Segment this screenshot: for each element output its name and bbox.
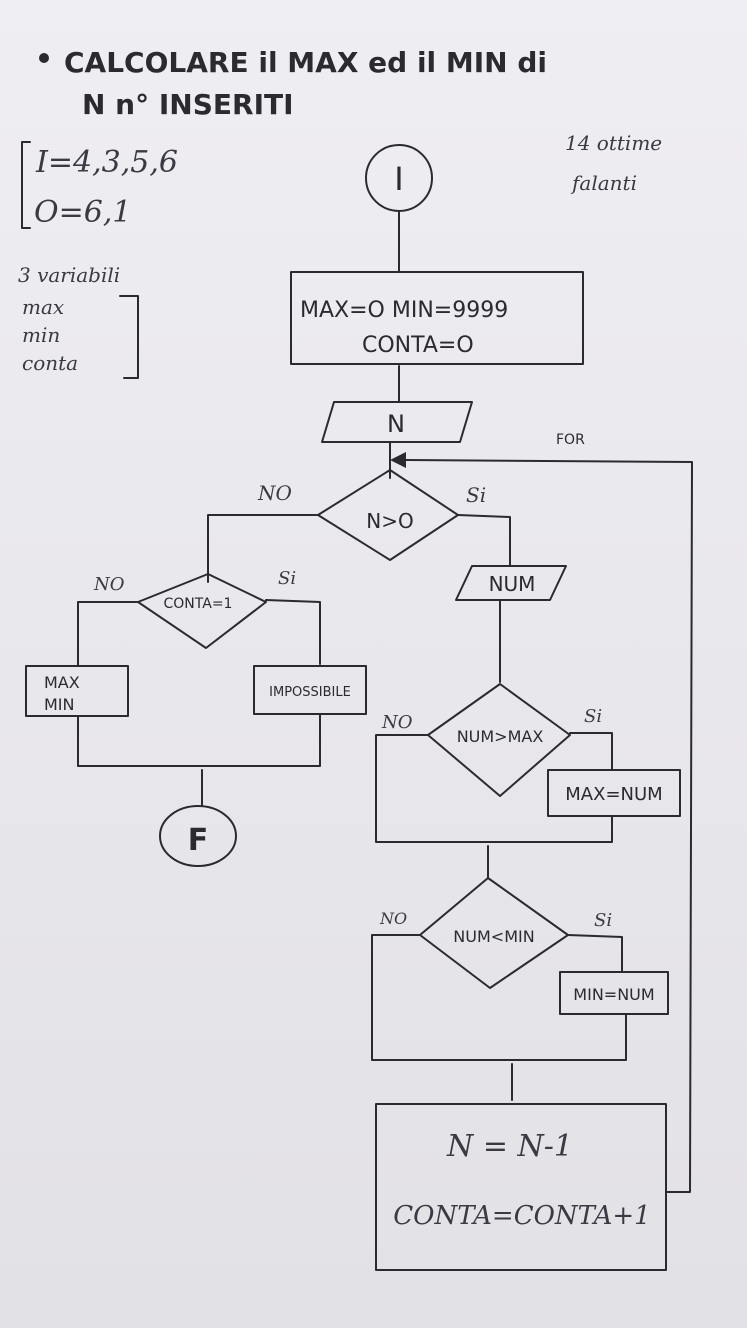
input-num-label: NUM	[489, 572, 536, 596]
connector-max-no-merge	[375, 734, 613, 843]
connector-n-yes	[457, 514, 511, 567]
connector-conta-yes	[265, 599, 321, 665]
start-label: I	[394, 160, 403, 198]
connector-max-yes	[569, 732, 613, 771]
connector-min-no-merge	[371, 934, 627, 1061]
output-maxmin-line-2: MIN	[44, 695, 75, 714]
update-line-1: N = N-1	[446, 1129, 573, 1164]
decision-conta-label: CONTA=1	[164, 596, 233, 612]
decision-min-label: NUM<MIN	[453, 927, 534, 946]
variables-bracket	[119, 295, 139, 379]
loop-back-line	[405, 459, 693, 1193]
connector-n-no	[207, 514, 319, 583]
connector-min-yes	[567, 934, 623, 973]
decision-max-yes-label: Si	[584, 706, 602, 727]
update-line-2: CONTA=CONTA+1	[393, 1201, 650, 1231]
decision-n-label: N>O	[366, 509, 413, 533]
assign-max-box	[547, 769, 681, 817]
assign-min-box	[559, 971, 669, 1015]
test-values-bracket	[21, 141, 31, 229]
assign-min-label: MIN=NUM	[573, 985, 654, 1004]
init-line-2: CONTA=O	[362, 333, 474, 358]
variable-max: max	[22, 295, 64, 319]
connector-merge-left	[77, 713, 321, 767]
decision-n-diamond	[317, 469, 459, 561]
decision-n-yes-label: Si	[466, 483, 486, 507]
end-terminal	[159, 805, 237, 867]
corner-note-line-2: falanti	[570, 171, 637, 195]
loop-arrow-head	[390, 452, 406, 468]
corner-note-line-1: 14 ottime	[565, 131, 662, 155]
variable-conta: conta	[22, 351, 78, 375]
test-output-values: O=6,1	[34, 195, 131, 230]
decision-n-no-label: NO	[257, 481, 292, 505]
decision-min-diamond	[419, 877, 569, 989]
decision-min-yes-label: Si	[594, 910, 612, 931]
input-n-parallelogram	[321, 401, 473, 443]
decision-max-diamond	[427, 683, 571, 797]
title-bullet	[39, 53, 49, 63]
input-num-parallelogram	[455, 565, 567, 601]
decision-conta-diamond	[137, 573, 267, 649]
init-process-box	[290, 271, 584, 365]
test-input-values: I=4,3,5,6	[35, 145, 178, 180]
update-process-box	[375, 1103, 667, 1271]
decision-conta-yes-label: Si	[278, 568, 296, 589]
decision-conta-no-label: NO	[93, 574, 125, 595]
decision-min-no-label: NO	[379, 909, 407, 928]
variable-min: min	[22, 323, 60, 347]
output-maxmin-line-1: MAX	[44, 673, 80, 692]
assign-max-label: MAX=NUM	[565, 784, 662, 805]
variables-heading: 3 variabili	[18, 263, 120, 287]
decision-max-label: NUM>MAX	[457, 727, 544, 746]
title-line-2: N n° INSERITI	[82, 88, 294, 121]
init-line-1: MAX=O MIN=9999	[300, 298, 508, 323]
input-n-label: N	[387, 410, 405, 438]
title-line-1: CALCOLARE il MAX ed il MIN di	[64, 46, 547, 79]
end-label: F	[188, 823, 209, 858]
loop-label: FOR	[556, 432, 585, 448]
output-impossible-label: IMPOSSIBILE	[269, 685, 351, 700]
decision-max-no-label: NO	[381, 712, 413, 733]
output-impossible-box	[253, 665, 367, 715]
connector-conta-no	[77, 601, 139, 667]
